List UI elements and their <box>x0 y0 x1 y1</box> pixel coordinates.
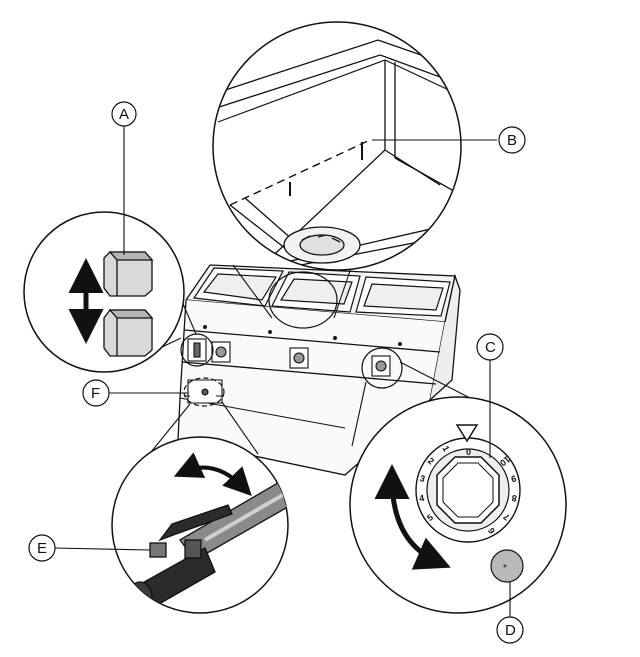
pan-wells <box>192 267 451 317</box>
callout-f: F <box>82 379 110 407</box>
panel-knob-middle <box>289 347 309 369</box>
indicator-light: * <box>490 549 524 583</box>
indicator-light-symbol: * <box>503 563 507 574</box>
zoom-marker-well <box>268 271 338 329</box>
dial-number: 6 <box>486 526 497 535</box>
callout-leaders <box>53 126 511 618</box>
svg-text:E: E <box>37 540 47 557</box>
dial-number: 8 <box>511 493 518 504</box>
panel-switch-left <box>187 338 207 362</box>
svg-text:D: D <box>505 622 516 639</box>
svg-text:F: F <box>91 385 100 402</box>
dial-number: 10 <box>498 454 512 468</box>
zoom-marker-dial <box>361 347 403 389</box>
panel-knob-right <box>371 355 391 377</box>
svg-text:B: B <box>507 132 517 149</box>
dial-number: 7 <box>502 511 512 522</box>
callout-e: E <box>28 534 56 562</box>
zoom-circle-well <box>212 21 462 271</box>
dial-number: 2 <box>426 456 436 467</box>
callout-c: C <box>476 333 504 361</box>
svg-text:A: A <box>119 106 129 123</box>
zoom-marker-switch <box>180 333 214 367</box>
dial-zero-label: 0 <box>466 447 471 457</box>
callout-a: A <box>111 101 137 127</box>
dial-number: 1 <box>440 444 451 453</box>
svg-text:C: C <box>485 339 496 356</box>
callout-b: B <box>498 126 526 154</box>
zoom-marker-drain <box>183 377 225 407</box>
dial-rotation-arrow <box>374 464 451 570</box>
float-cube-bottom <box>103 309 154 357</box>
dial-pointer-triangle <box>455 424 479 443</box>
callout-d: D <box>496 616 524 644</box>
float-cube-top <box>103 251 154 297</box>
valve-rotation-arrow <box>173 452 252 497</box>
panel-knob-left <box>211 341 231 363</box>
drain-valve-box <box>184 379 223 404</box>
dial-number: 9 <box>510 473 517 484</box>
